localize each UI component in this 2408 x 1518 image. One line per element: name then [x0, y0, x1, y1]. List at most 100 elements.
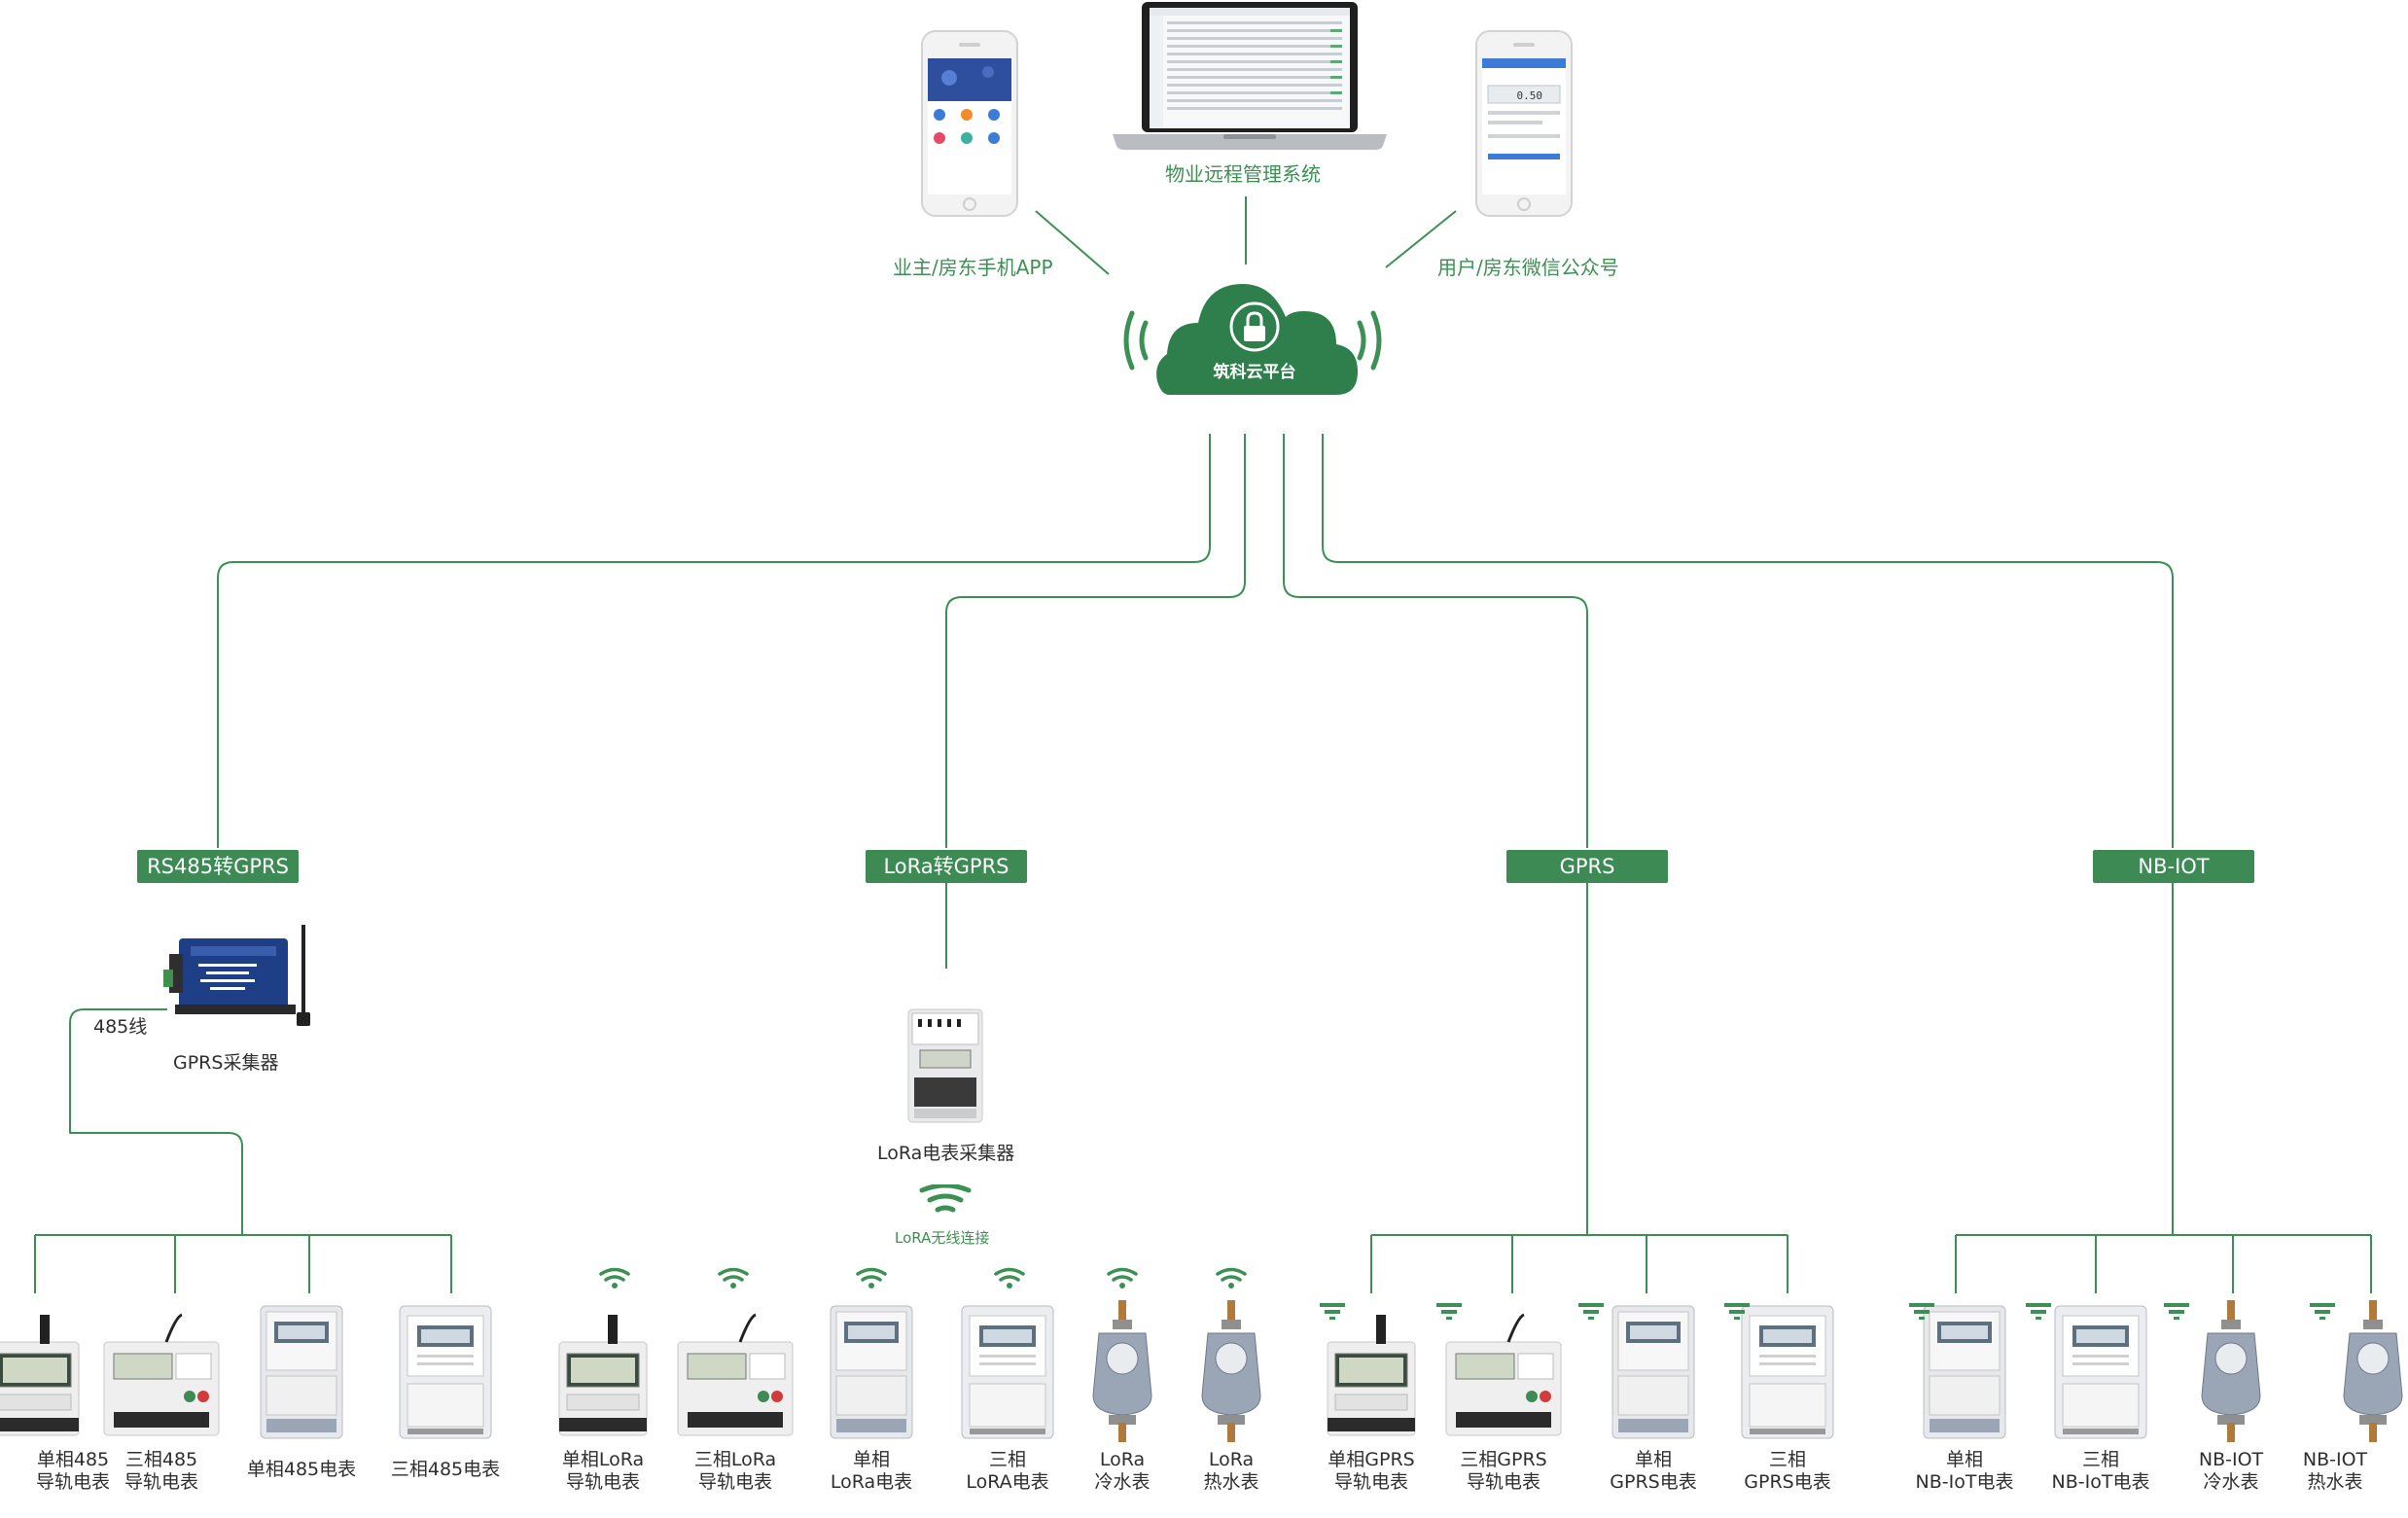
- device-caption-line1: 三相: [2081, 1449, 2119, 1470]
- signal-bars-icon: [1909, 1301, 1934, 1324]
- pms-label: 物业远程管理系统: [1165, 162, 1321, 186]
- device-caption-line1: NB-IOT: [2198, 1449, 2264, 1470]
- device-caption-line2: NB-IoT电表: [2051, 1471, 2150, 1493]
- device-caption-line1: 单相: [852, 1449, 890, 1470]
- wechat-label: 用户/房东微信公众号: [1437, 256, 1619, 279]
- device-image: [1440, 1303, 1567, 1443]
- device-image: [2047, 1298, 2154, 1448]
- signal-bars-icon: [2310, 1301, 2335, 1324]
- device-caption-line2: GPRS电表: [1610, 1471, 1697, 1493]
- device-caption-line1: NB-IOT: [2302, 1449, 2368, 1470]
- branch-nbiot-badge: NB-IOT: [2093, 850, 2254, 883]
- device-caption-line1: 三相LoRa: [693, 1449, 777, 1470]
- device-image: [1734, 1298, 1841, 1448]
- app-phone-icon: [921, 30, 1018, 217]
- device-caption-line1: 单相LoRa: [561, 1449, 645, 1470]
- device-image: [392, 1298, 499, 1448]
- branch-gprs-badge: GPRS: [1506, 850, 1668, 883]
- device-caption-line2: 冷水表: [1094, 1471, 1151, 1493]
- device-caption-line2: 导轨电表: [697, 1471, 772, 1493]
- device-caption-line1: LoRa: [1208, 1449, 1255, 1470]
- device-caption-line1: 三相: [988, 1449, 1026, 1470]
- device-caption-line1: 三相: [1768, 1449, 1806, 1470]
- device-caption-line1: 单相485: [36, 1449, 110, 1470]
- device-caption-line2: 热水表: [1203, 1471, 1259, 1493]
- device-image: [1083, 1298, 1161, 1448]
- device-caption-line1: 单相GPRS: [1328, 1449, 1415, 1470]
- device-image: [823, 1298, 920, 1448]
- device-image: [1605, 1298, 1702, 1448]
- signal-bars-icon: [1320, 1301, 1345, 1324]
- laptop-icon: [1113, 2, 1387, 150]
- device-image: [253, 1298, 350, 1448]
- device-caption-line1: 单相: [1634, 1449, 1672, 1470]
- device-caption-line2: 导轨电表: [124, 1471, 198, 1493]
- device-caption-line2: NB-IoT电表: [1915, 1471, 2014, 1493]
- device-caption-line1: 三相485: [124, 1449, 198, 1470]
- signal-bars-icon: [1578, 1301, 1604, 1324]
- device-caption-line2: 导轨电表: [1466, 1471, 1540, 1493]
- gprs-collector-label: GPRS采集器: [173, 1052, 279, 1074]
- device-image: [672, 1303, 798, 1443]
- wifi-signal-icon: [1106, 1266, 1139, 1293]
- device-image: [549, 1303, 656, 1443]
- device-image: [2334, 1298, 2408, 1448]
- device-image: [0, 1303, 89, 1443]
- wifi-signal-icon: [717, 1266, 750, 1293]
- device-caption-line2: LoRa电表: [830, 1471, 913, 1493]
- cloud-label: 筑科云平台: [1214, 362, 1296, 382]
- lora-collector-label: LoRa电表采集器: [877, 1143, 1015, 1164]
- cloud-icon: 筑科云平台: [1123, 284, 1382, 395]
- device-image: [1318, 1303, 1425, 1443]
- lora-collector-icon: [907, 1008, 983, 1123]
- signal-bars-icon: [2026, 1301, 2051, 1324]
- device-image: [98, 1303, 225, 1443]
- branch-lora-badge: LoRa转GPRS: [866, 850, 1027, 883]
- device-caption: 单相485电表: [246, 1459, 357, 1480]
- device-caption-line1: 三相GPRS: [1460, 1449, 1547, 1470]
- device-caption-line2: 冷水表: [2203, 1471, 2259, 1493]
- app-label: 业主/房东手机APP: [893, 256, 1053, 279]
- rs485-wire-label: 485线: [93, 1016, 148, 1038]
- device-caption-line2: GPRS电表: [1744, 1471, 1831, 1493]
- device-caption-line1: 单相: [1945, 1449, 1983, 1470]
- phone-reading: 0.50: [1517, 89, 1543, 102]
- device-caption-line2: 热水表: [2307, 1471, 2363, 1493]
- wifi-signal-icon: [1215, 1266, 1248, 1293]
- device-image: [1192, 1298, 1270, 1448]
- device-caption-line2: LoRA电表: [966, 1471, 1049, 1493]
- device-caption-line2: 导轨电表: [565, 1471, 640, 1493]
- wireless-signal-icon: [919, 1184, 972, 1213]
- wechat-phone-icon: 0.50: [1475, 30, 1573, 217]
- device-caption-line1: LoRa: [1099, 1449, 1146, 1470]
- signal-bars-icon: [1436, 1301, 1462, 1324]
- gprs-collector-icon: [163, 925, 310, 1026]
- signal-bars-icon: [1724, 1301, 1750, 1324]
- branch-rs485-badge: RS485转GPRS: [137, 850, 299, 883]
- device-caption: 三相485电表: [390, 1459, 501, 1480]
- wifi-signal-icon: [855, 1266, 888, 1293]
- lora-wireless-label: LoRA无线连接: [895, 1229, 990, 1247]
- device-caption-line2: 导轨电表: [1333, 1471, 1408, 1493]
- device-image: [954, 1298, 1061, 1448]
- wifi-signal-icon: [993, 1266, 1026, 1293]
- signal-bars-icon: [2164, 1301, 2189, 1324]
